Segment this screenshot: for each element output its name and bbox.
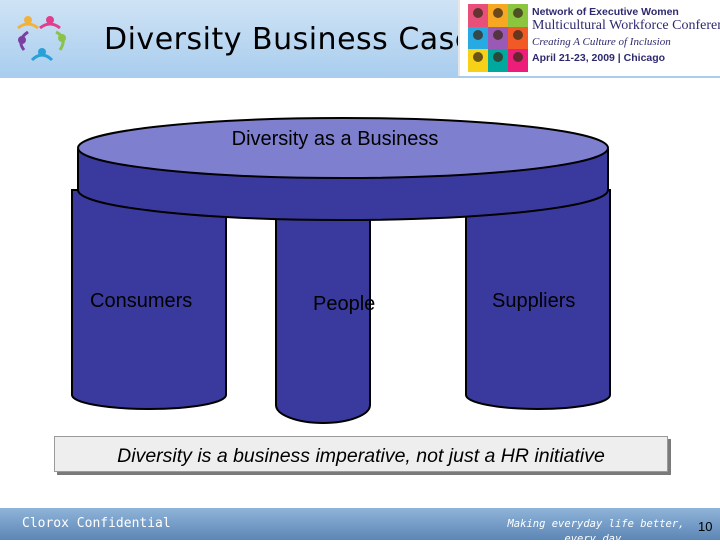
header-bar: Diversity Business Case Network of Execu…	[0, 0, 720, 78]
conference-org: Network of Executive Women	[532, 6, 679, 18]
pillar-suppliers	[465, 189, 611, 410]
pillar-label-consumers: Consumers	[90, 290, 193, 312]
conference-date: April 21-23, 2009 | Chicago	[532, 52, 666, 64]
pillar-consumers	[71, 189, 227, 410]
platform-label: Diversity as a Business	[231, 128, 439, 150]
pillar-people	[275, 199, 371, 424]
business-platform	[77, 117, 609, 221]
footer-bar: Clorox Confidential Making everyday life…	[0, 508, 720, 545]
page-number: 10	[698, 519, 713, 534]
conference-artwork	[468, 4, 528, 72]
imperative-banner: Diversity is a business imperative, not …	[54, 436, 668, 472]
diversity-logo	[17, 16, 66, 62]
imperative-text: Diversity is a business imperative, not …	[117, 445, 605, 467]
conference-banner: Network of Executive Women Multicultural…	[458, 0, 720, 76]
confidential-label: Clorox Confidential	[22, 516, 171, 531]
page-title: Diversity Business Case	[104, 22, 474, 57]
pillar-label-suppliers: Suppliers	[492, 290, 576, 312]
tagline: Making everyday life better, every day.	[507, 518, 685, 545]
conference-name: Multicultural Workforce Conference	[532, 18, 720, 33]
pillar-label-people: People	[313, 293, 376, 315]
conference-tagline: Creating A Culture of Inclusion	[532, 36, 671, 48]
